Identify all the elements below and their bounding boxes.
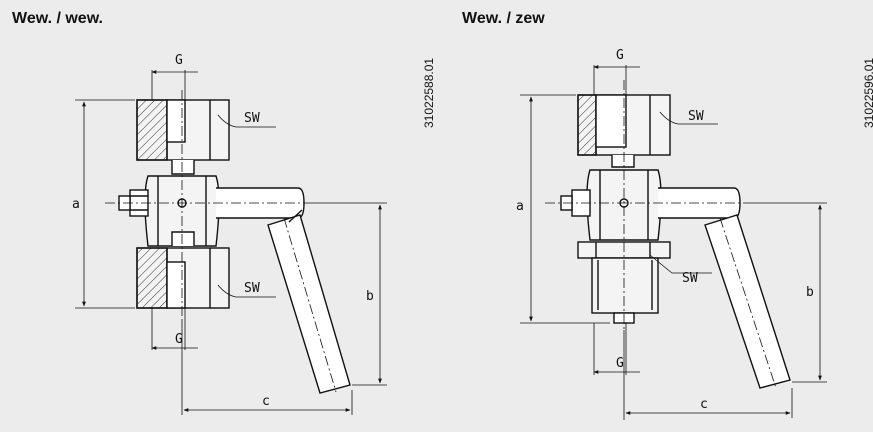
right-valve-body — [586, 169, 662, 241]
right-valve-drawing — [520, 65, 827, 420]
right-dim-c: c — [700, 397, 708, 412]
left-label-sw-bottom: SW — [244, 281, 260, 296]
right-dim-g-top: G — [616, 48, 624, 63]
right-dim-g-bottom: G — [616, 356, 624, 371]
left-label-sw-top: SW — [244, 111, 260, 126]
left-dim-b: b — [366, 289, 374, 304]
left-dim-g-bottom: G — [175, 332, 183, 347]
right-male-thread — [591, 257, 659, 324]
left-dim-g-top: G — [175, 53, 183, 68]
left-dim-c: c — [262, 394, 270, 409]
left-dim-a: a — [72, 197, 80, 212]
right-dim-a: a — [516, 199, 524, 214]
right-label-sw-top: SW — [688, 109, 704, 124]
right-panel-title: Wew. / zew — [462, 10, 545, 27]
left-handle-grip — [267, 214, 351, 394]
right-label-sw-bottom: SW — [682, 271, 698, 286]
right-dim-b: b — [806, 285, 814, 300]
left-panel-title: Wew. / wew. — [12, 10, 103, 27]
right-handle-grip — [704, 214, 791, 389]
left-bottom-nut — [136, 247, 230, 309]
left-top-nut — [136, 99, 230, 161]
left-valve-drawing — [75, 70, 387, 415]
